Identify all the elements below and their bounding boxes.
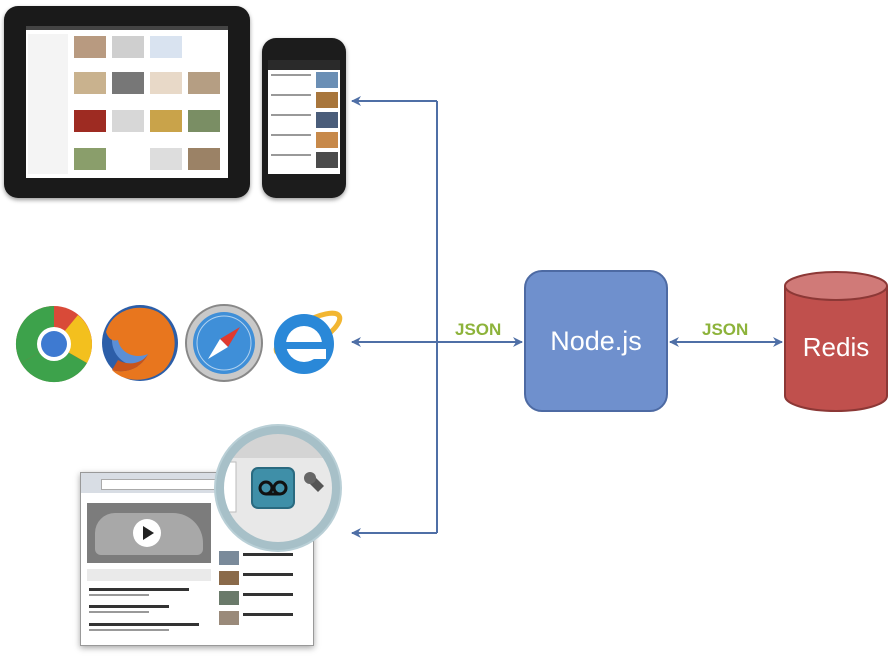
edge-label-server-db: JSON: [702, 320, 749, 339]
firefox-icon: [102, 305, 178, 381]
edge-label-client-server: JSON: [455, 320, 502, 339]
play-icon: [133, 519, 161, 547]
redis-database-cylinder: [784, 271, 888, 412]
redis-label: Redis: [802, 332, 870, 362]
tablet-screen: [26, 26, 228, 178]
nodejs-label: Node.js: [550, 325, 642, 356]
magnifier-circle: [214, 424, 342, 552]
chrome-icon: [15, 305, 93, 383]
nodejs-server-node: Node.js: [524, 270, 668, 412]
internet-explorer-icon: [273, 310, 343, 374]
safari-icon: [185, 304, 263, 382]
phone-screen: [268, 60, 340, 174]
tablet-app-icon: [4, 6, 250, 198]
android-phone-icon: [262, 38, 346, 198]
